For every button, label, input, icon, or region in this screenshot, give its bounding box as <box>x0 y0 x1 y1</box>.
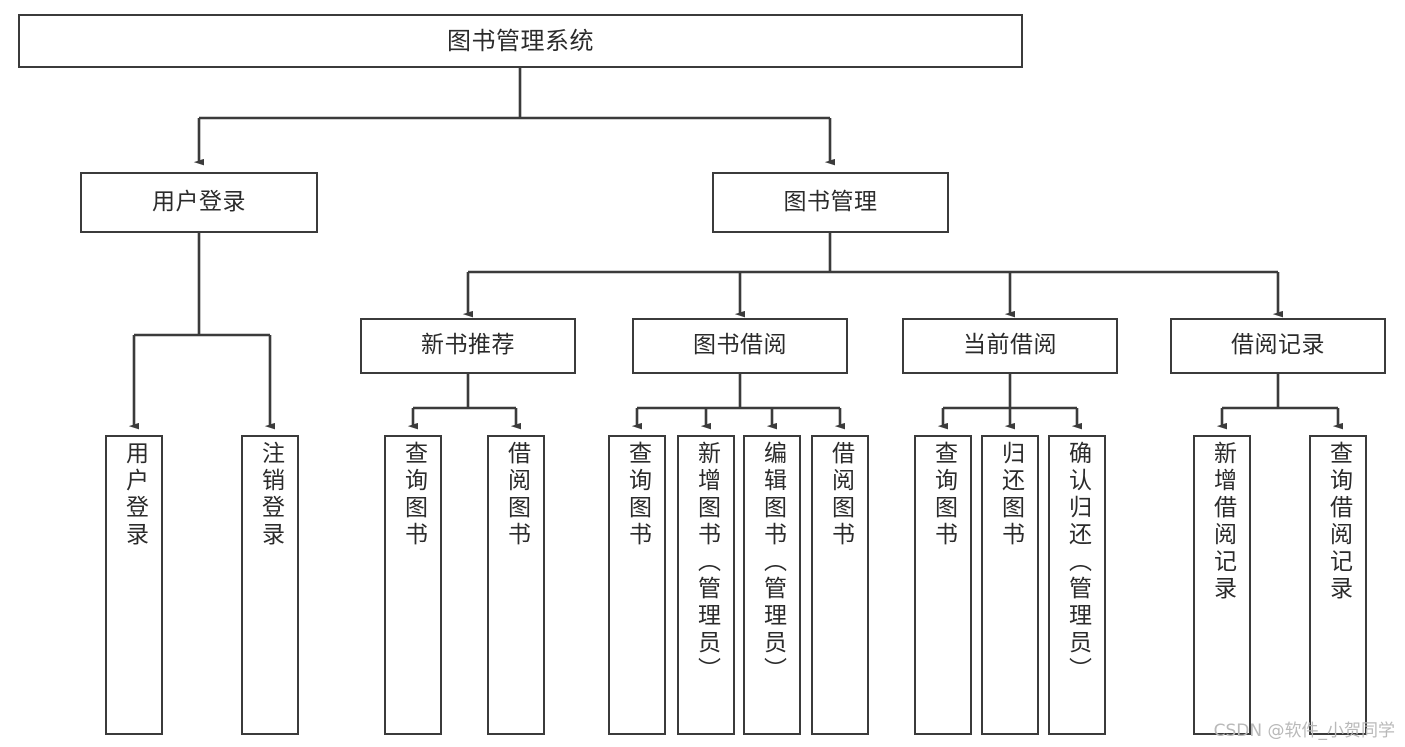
leaf-query-book-2-label: 查询图书 <box>624 441 651 549</box>
node-new-book-recommend[interactable]: 新书推荐 <box>360 318 576 374</box>
leaf-borrow-book-1[interactable]: 借阅图书 <box>487 435 545 735</box>
leaf-add-record[interactable]: 新增借阅记录 <box>1193 435 1251 735</box>
node-root-label: 图书管理系统 <box>447 26 594 55</box>
leaf-query-book-1[interactable]: 查询图书 <box>384 435 442 735</box>
node-book-borrow-label: 图书借阅 <box>693 332 787 359</box>
leaf-confirm-return-label: 确认归还（管理员） <box>1064 441 1091 684</box>
node-root[interactable]: 图书管理系统 <box>18 14 1023 68</box>
leaf-add-book-label: 新增图书（管理员） <box>693 441 720 684</box>
leaf-query-book-3-label: 查询图书 <box>930 441 957 549</box>
leaf-return-book-label: 归还图书 <box>997 441 1024 549</box>
node-borrow-record-label: 借阅记录 <box>1231 332 1325 359</box>
leaf-query-book-2[interactable]: 查询图书 <box>608 435 666 735</box>
node-user-login[interactable]: 用户登录 <box>80 172 318 233</box>
node-user-login-label: 用户登录 <box>152 188 246 215</box>
leaf-borrow-book-1-label: 借阅图书 <box>503 441 530 549</box>
leaf-query-book-3[interactable]: 查询图书 <box>914 435 972 735</box>
leaf-query-record[interactable]: 查询借阅记录 <box>1309 435 1367 735</box>
leaf-edit-book[interactable]: 编辑图书（管理员） <box>743 435 801 735</box>
leaf-add-record-label: 新增借阅记录 <box>1209 441 1236 603</box>
node-borrow-record[interactable]: 借阅记录 <box>1170 318 1386 374</box>
leaf-user-logout-label: 注销登录 <box>257 441 284 549</box>
leaf-add-book[interactable]: 新增图书（管理员） <box>677 435 735 735</box>
leaf-borrow-book-2-label: 借阅图书 <box>827 441 854 549</box>
node-book-manage-label: 图书管理 <box>783 188 878 215</box>
leaf-borrow-book-2[interactable]: 借阅图书 <box>811 435 869 735</box>
leaf-user-login[interactable]: 用户登录 <box>105 435 163 735</box>
node-current-borrow[interactable]: 当前借阅 <box>902 318 1118 374</box>
leaf-confirm-return[interactable]: 确认归还（管理员） <box>1048 435 1106 735</box>
leaf-user-login-label: 用户登录 <box>121 441 148 549</box>
node-current-borrow-label: 当前借阅 <box>963 332 1057 359</box>
leaf-edit-book-label: 编辑图书（管理员） <box>759 441 786 684</box>
watermark: CSDN @软件_小贺同学 <box>1213 721 1395 741</box>
node-new-book-recommend-label: 新书推荐 <box>421 332 515 359</box>
leaf-user-logout[interactable]: 注销登录 <box>241 435 299 735</box>
node-book-borrow[interactable]: 图书借阅 <box>632 318 848 374</box>
leaf-query-record-label: 查询借阅记录 <box>1325 441 1352 603</box>
leaf-query-book-1-label: 查询图书 <box>400 441 427 549</box>
node-book-manage[interactable]: 图书管理 <box>712 172 949 233</box>
leaf-return-book[interactable]: 归还图书 <box>981 435 1039 735</box>
